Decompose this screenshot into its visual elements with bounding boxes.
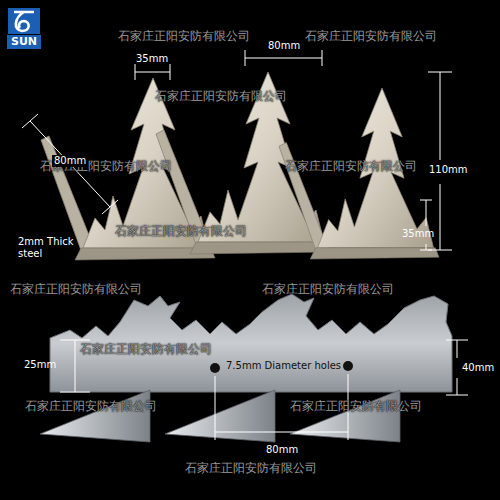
watermark: 石家庄正阳安防有限公司 <box>185 462 317 476</box>
dimension: 80mm <box>268 40 300 52</box>
watermark: 石家庄正阳安防有限公司 <box>285 160 417 174</box>
watermark: 石家庄正阳安防有限公司 <box>118 30 250 44</box>
watermark: 石家庄正阳安防有限公司 <box>10 283 142 297</box>
dimension: 80mm <box>52 155 88 167</box>
watermark: 石家庄正阳安防有限公司 <box>290 400 422 414</box>
logo-text: SUN <box>9 36 39 49</box>
dimension: 25mm <box>24 359 56 371</box>
dimension: 40mm <box>462 362 494 374</box>
watermark: 石家庄正阳安防有限公司 <box>115 225 247 239</box>
dimension: 80mm <box>266 444 298 456</box>
watermark: 石家庄正阳安防有限公司 <box>155 90 287 104</box>
dimension-note: 2mm Thick steel <box>18 236 80 259</box>
dimension: 35mm <box>136 53 168 65</box>
dimension-note: 7.5mm Diameter holes <box>226 360 341 372</box>
watermark: 石家庄正阳安防有限公司 <box>305 30 437 44</box>
watermark: 石家庄正阳安防有限公司 <box>25 400 157 414</box>
watermark: 石家庄正阳安防有限公司 <box>262 283 394 297</box>
watermark: 石家庄正阳安防有限公司 <box>80 343 212 357</box>
dimension: 110mm <box>427 164 470 176</box>
dimension: 35mm <box>402 228 434 240</box>
